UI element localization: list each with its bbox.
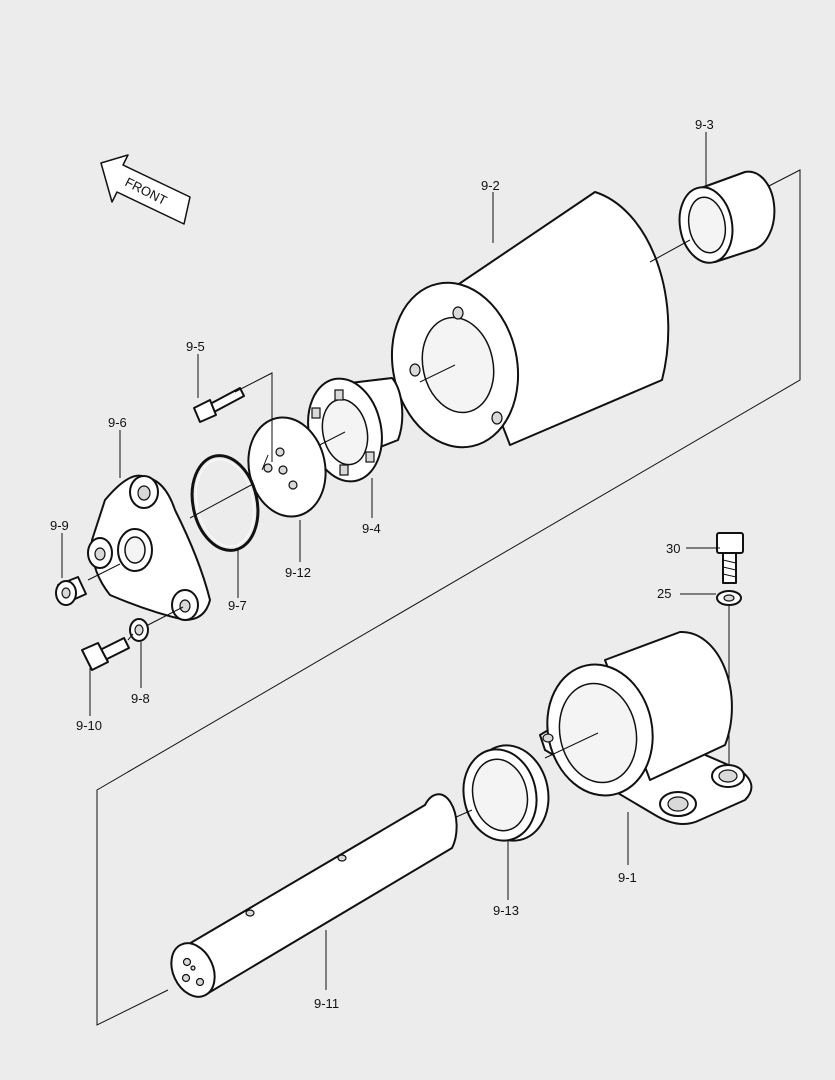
callout-9-12: 9-12 [285,565,311,580]
part-9-12-plate [247,416,327,518]
callout-25: 25 [657,586,671,601]
callout-9-1: 9-1 [618,870,637,885]
part-30-bolt [716,532,744,584]
part-9-7-oring [189,454,260,552]
part-9-1-bracket [539,630,753,825]
part-9-9-plug [55,563,121,606]
group-boundary [96,169,801,1026]
part-9-6-cover [87,474,211,621]
front-arrow-icon: FRONT [100,154,191,225]
callout-9-9: 9-9 [50,518,69,533]
callout-9-2: 9-2 [481,178,500,193]
callout-9-3: 9-3 [695,117,714,132]
part-9-11-pin [170,793,458,998]
leader-lines [61,132,720,990]
callout-9-6: 9-6 [108,415,127,430]
callout-9-7: 9-7 [228,598,247,613]
callout-9-11: 9-11 [314,996,339,1011]
callout-9-8: 9-8 [131,691,150,706]
callout-9-5: 9-5 [186,339,205,354]
callout-9-10: 9-10 [76,718,102,733]
part-9-5-bolt [193,372,273,471]
part-9-2-housing [390,191,670,449]
part-9-3-bushing [649,170,776,264]
callout-labels: 9-2 9-3 9-5 9-6 9-9 9-4 9-12 9-7 9-8 9-1… [50,117,714,1011]
callout-9-13: 9-13 [493,903,519,918]
part-9-8-washer [129,606,184,642]
callout-9-4: 9-4 [362,521,381,536]
part-9-4-sleeve [299,377,404,483]
callout-30: 30 [666,541,680,556]
part-9-10-bolt [81,633,134,671]
part-9-13-seal [444,744,550,842]
